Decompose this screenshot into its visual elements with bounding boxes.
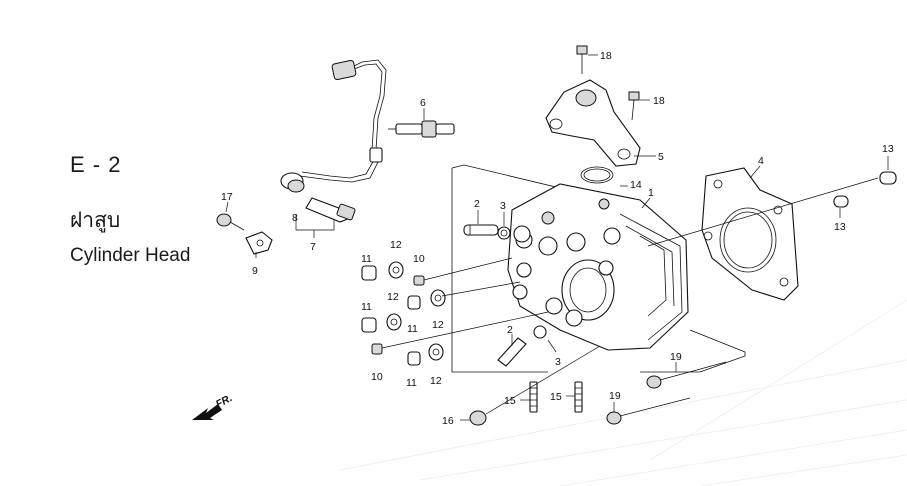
callout-19-upper: 19 xyxy=(670,351,682,363)
nut-11-d[interactable] xyxy=(407,351,421,366)
callout-11-b: 11 xyxy=(361,301,372,313)
washer-guide-line xyxy=(441,281,521,297)
washer-12-a[interactable] xyxy=(388,261,404,279)
washer-12-c[interactable] xyxy=(430,289,446,307)
seal-ring-large[interactable] xyxy=(513,225,531,243)
callout-13-upper: 13 xyxy=(882,143,894,155)
callout-18-lower: 18 xyxy=(653,95,665,107)
callout-1: 1 xyxy=(648,187,654,199)
bolt-18-lower[interactable] xyxy=(628,91,640,121)
callout-3-lower: 3 xyxy=(555,356,561,368)
callout-4: 4 xyxy=(758,155,764,167)
callout-leaders xyxy=(225,54,889,421)
dowel-pin-upper[interactable] xyxy=(879,171,897,185)
long-bolt-19-upper[interactable] xyxy=(646,361,727,389)
callout-2-upper: 2 xyxy=(474,198,480,210)
callout-11-a: 11 xyxy=(361,253,372,265)
callout-numbers: 1 2 2 3 3 4 5 6 7 8 9 10 10 11 11 11 11 … xyxy=(221,50,894,427)
background-lines xyxy=(339,299,907,486)
dowel-2-lower[interactable] xyxy=(497,337,527,367)
bolt-10-upper[interactable] xyxy=(413,257,513,286)
section-title-block: E - 2 ฝาสูบ Cylinder Head xyxy=(70,152,190,267)
seal-3-lower[interactable] xyxy=(533,325,547,339)
callout-10-lower: 10 xyxy=(371,371,383,383)
callout-5: 5 xyxy=(658,151,664,163)
front-label: FR. xyxy=(214,392,235,411)
dowel-guide-line xyxy=(647,177,879,247)
section-code: E - 2 xyxy=(70,152,122,177)
callout-10-upper: 10 xyxy=(413,253,425,265)
callout-13-lower: 13 xyxy=(834,221,846,233)
callout-15-right: 15 xyxy=(550,391,562,403)
sensor-harness[interactable] xyxy=(280,59,387,193)
section-name-thai: ฝาสูบ xyxy=(70,208,121,232)
callout-7: 7 xyxy=(310,241,316,253)
callout-12-d: 12 xyxy=(430,375,442,387)
callout-14: 14 xyxy=(630,179,642,191)
oxygen-sensor[interactable] xyxy=(305,197,356,223)
callout-16: 16 xyxy=(442,415,454,427)
spark-plug[interactable] xyxy=(388,120,455,138)
callout-6: 6 xyxy=(420,97,426,109)
nut-11-c[interactable] xyxy=(407,295,421,310)
callout-12-a: 12 xyxy=(390,239,402,251)
bolt-16[interactable] xyxy=(469,345,601,426)
callout-15-left: 15 xyxy=(504,395,516,407)
callout-3-upper: 3 xyxy=(500,200,506,212)
stud-15-right[interactable] xyxy=(574,381,583,413)
dowel-2-upper[interactable] xyxy=(463,224,499,236)
nut-11-b[interactable] xyxy=(361,317,377,333)
callout-17: 17 xyxy=(221,191,233,203)
callout-19-lower: 19 xyxy=(609,390,621,402)
callout-2-lower: 2 xyxy=(507,324,513,336)
front-direction-arrow: FR. xyxy=(192,392,234,420)
washer-12-d[interactable] xyxy=(428,343,444,361)
callout-12-c: 12 xyxy=(432,319,444,331)
long-bolt-19-lower[interactable] xyxy=(606,397,691,425)
bolt-17[interactable] xyxy=(216,213,245,231)
callout-8: 8 xyxy=(292,212,298,224)
section-name-english: Cylinder Head xyxy=(70,245,191,266)
head-gasket[interactable] xyxy=(701,167,799,301)
washer-12-b[interactable] xyxy=(386,313,402,331)
bolt-18-upper[interactable] xyxy=(576,45,588,74)
callout-9: 9 xyxy=(252,265,258,277)
callout-11-c: 11 xyxy=(407,323,418,335)
callout-18-upper: 18 xyxy=(600,50,612,62)
bracket-9[interactable] xyxy=(245,231,273,255)
nut-11-a[interactable] xyxy=(361,265,377,281)
callout-11-d: 11 xyxy=(406,377,417,389)
intake-insulator[interactable] xyxy=(545,79,641,167)
o-ring-14[interactable] xyxy=(580,166,614,184)
stud-15-left[interactable] xyxy=(529,381,538,413)
seal-3-upper[interactable] xyxy=(497,226,511,240)
dowel-pin-lower[interactable] xyxy=(833,195,849,208)
bolt-10-lower[interactable] xyxy=(371,311,549,355)
cylinder-head[interactable] xyxy=(507,183,689,351)
callout-12-b: 12 xyxy=(387,291,399,303)
